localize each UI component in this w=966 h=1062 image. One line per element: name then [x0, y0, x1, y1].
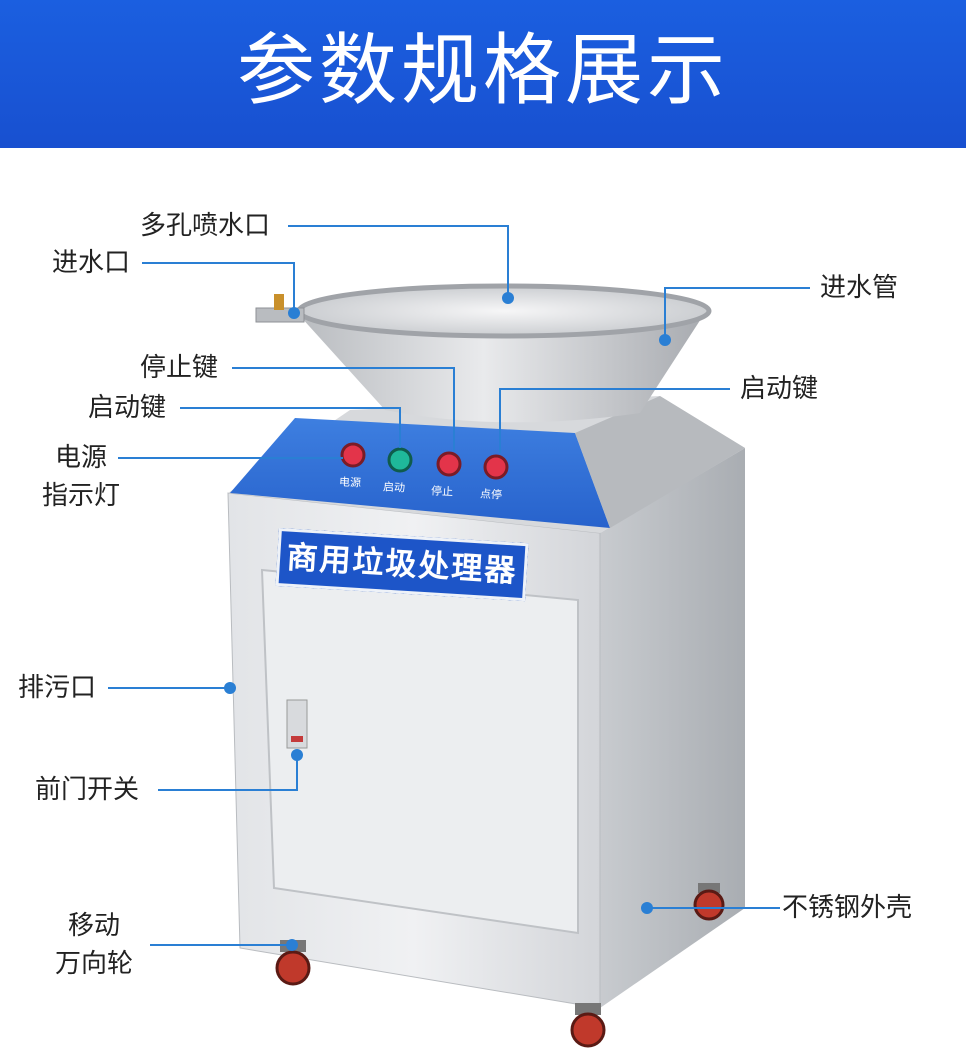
label-casters-line2: 万向轮 [55, 949, 134, 979]
button-caption-stop: 停止 [430, 484, 454, 499]
start-button-red [483, 454, 509, 480]
callout-line-inlet [142, 262, 295, 313]
inlet-valve-handle [274, 294, 284, 310]
label-drain-outlet: 排污口 [18, 673, 97, 703]
label-spray-outlet: 多孔喷水口 [140, 211, 271, 241]
label-casters-line1: 移动 [68, 911, 121, 941]
hood-side [575, 396, 745, 528]
panel-buttons [340, 442, 509, 480]
caster-wheel-back-right [693, 889, 725, 921]
page-title: 参数规格展示 [236, 26, 729, 116]
casters [275, 883, 725, 1048]
label-shell: 不锈钢外壳 [782, 893, 913, 923]
callout-line-start-left [180, 407, 401, 448]
callout-line-stop [232, 367, 455, 451]
hopper-rim [296, 283, 712, 339]
machine-illustration [108, 225, 810, 1048]
cabinet-side [600, 448, 745, 1008]
callout-line-start-right [499, 388, 730, 453]
label-start-key-right: 启动键 [740, 374, 819, 404]
label-power-light-line1: 电源 [55, 443, 108, 473]
start-button-green [387, 447, 413, 473]
label-stop-key: 停止键 [140, 353, 219, 383]
caster-wheel-front-left [275, 950, 311, 986]
stop-button [436, 451, 462, 477]
door-switch-indicator [291, 736, 303, 742]
button-caption-power: 电源 [338, 475, 362, 490]
label-start-key-left: 启动键 [88, 393, 167, 423]
caster-wheel-front-right [570, 1012, 606, 1048]
button-caption-jog: 点停 [479, 487, 503, 502]
power-indicator-light [340, 442, 366, 468]
callout-line-door-switch [158, 755, 298, 791]
label-inlet-pipe: 进水管 [820, 273, 899, 303]
title-banner: 参数规格展示 [0, 0, 966, 148]
button-caption-start: 启动 [382, 480, 406, 495]
callout-lines [108, 225, 810, 946]
label-power-light-line2: 指示灯 [42, 481, 121, 511]
callout-line-spray [288, 225, 509, 298]
callout-line-pipe [664, 287, 810, 340]
front-door [260, 568, 579, 935]
label-door-switch: 前门开关 [35, 775, 140, 805]
callout-dots [224, 292, 671, 951]
label-water-inlet: 进水口 [52, 248, 131, 278]
control-panel [230, 418, 610, 528]
